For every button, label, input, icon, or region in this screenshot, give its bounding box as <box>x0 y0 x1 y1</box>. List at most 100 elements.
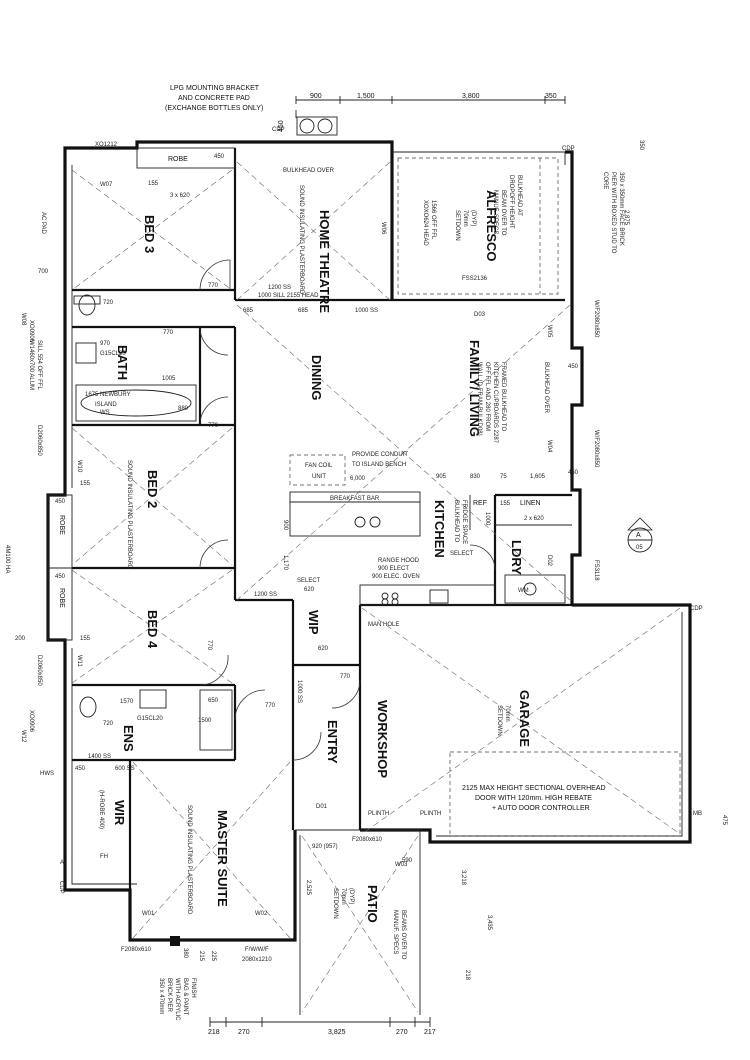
patio-note-1: (DYP) <box>348 888 354 904</box>
label-6000: 6,000 <box>350 476 366 482</box>
label-2875: 2,875 <box>623 210 629 226</box>
label-d03: D03 <box>474 312 486 318</box>
label-cdp-right: CDP <box>562 146 575 152</box>
label-brick-2: BRICK PIER <box>166 978 172 1013</box>
label-ai: AI <box>60 860 66 866</box>
fan-coil-box <box>289 454 346 486</box>
label-overhead-1: 2125 MAX HEIGHT SECTIONAL OVERHEAD <box>462 785 606 792</box>
label-920: 920 (957) <box>312 844 338 850</box>
label-sill1000: 1000 SILL 2155 HEAD <box>258 293 319 299</box>
label-475: 475 <box>721 815 727 826</box>
label-450e: 450 <box>568 364 579 370</box>
label-1605: 1,605 <box>530 474 546 480</box>
label-xoxo: XOXO624 HEAD <box>422 200 428 246</box>
label-brick-3: WITH ACRYLIC <box>174 978 180 1021</box>
label-conduit-2: TO ISLAND BENCH <box>352 462 406 468</box>
label-d02: D02 <box>546 555 552 567</box>
label-1570: 1570 <box>120 699 134 705</box>
label-3218: 3,218 <box>460 870 466 886</box>
label-720a: 720 <box>103 300 114 306</box>
gas-bottle-1 <box>299 118 315 134</box>
label-w12: W12 <box>20 730 26 743</box>
room-alfresco: ALFRESCO <box>484 190 499 262</box>
label-830: 830 <box>470 474 481 480</box>
label-w10: W10 <box>76 460 82 473</box>
label-905: 905 <box>436 474 447 480</box>
label-218: 218 <box>464 970 470 981</box>
patio-note-3: SETDOWN <box>332 888 338 919</box>
label-700: 700 <box>38 269 49 275</box>
section-letter: A <box>636 532 641 539</box>
label-1005: 1005 <box>162 376 176 382</box>
room-linen: LINEN <box>520 500 541 507</box>
label-robe-dim: 3 x 620 <box>170 193 190 199</box>
label-range-3: 900 ELEC. OVEN <box>372 574 420 580</box>
label-620: 620 <box>304 587 315 593</box>
label-w08: W08 <box>20 313 26 326</box>
bottom-dim-5: 217 <box>424 1029 436 1036</box>
label-1170: 1,170 <box>282 555 288 571</box>
label-wf2080b: W/F2080x850 <box>593 430 599 468</box>
label-380: 380 <box>182 948 188 959</box>
garage-door-zone <box>449 751 681 837</box>
room-patio: PATIO <box>365 885 380 923</box>
label-155a: 155 <box>148 181 159 187</box>
label-w05: W05 <box>546 325 552 338</box>
label-fs3118: FS3118 <box>593 560 599 581</box>
room-laundry: LDRY <box>509 540 524 575</box>
label-590: 590 <box>402 858 413 864</box>
label-cdp-left: CDP <box>58 881 64 894</box>
bottom-dim-4: 270 <box>396 1029 408 1036</box>
brick-pier <box>170 936 180 946</box>
label-mb: MB <box>693 811 702 817</box>
label-f2080b: F2080x610 <box>121 947 152 953</box>
label-xo1212: XO1212 <box>95 142 118 148</box>
label-plinth-2: PLINTH <box>420 811 441 817</box>
label-450b: 450 <box>55 499 66 505</box>
robe-left-1: ROBE <box>58 515 65 535</box>
alfresco-area <box>397 157 559 295</box>
label-pier-2: PIER WITH BOXED STUD TO <box>610 172 616 254</box>
label-plinth-1: PLINTH <box>368 811 389 817</box>
ensuite-fixtures <box>79 689 233 751</box>
label-tub: 1675 NEWBURY <box>85 392 131 398</box>
label-range-2: 900 ELECT <box>378 566 409 572</box>
kitchen-island <box>289 491 421 537</box>
label-155d: 155 <box>500 501 511 507</box>
robe-top: ROBE <box>168 156 188 163</box>
room-wir: WIR <box>112 800 127 826</box>
lpg-line-1: LPG MOUNTING BRACKET <box>170 85 260 92</box>
section-number: 05 <box>636 545 643 551</box>
label-cdp-garage: CDP <box>690 606 703 612</box>
label-1000: 1000 <box>484 512 490 526</box>
robe-left-2: ROBE <box>58 588 65 608</box>
label-f2080a: F2080x610 <box>352 837 383 843</box>
garage-note-1: 70mm <box>504 705 510 722</box>
alfresco-note-1: (DYP) <box>470 210 476 226</box>
room-bed3: BED 3 <box>142 215 157 253</box>
alfresco-note-2: 70mm <box>462 210 468 227</box>
label-450a: 450 <box>214 154 225 160</box>
label-450f: 450 <box>568 470 579 476</box>
label-155b: 155 <box>80 481 91 487</box>
label-w07: W07 <box>100 182 113 188</box>
bottom-dim-1: 218 <box>208 1029 220 1036</box>
label-beam-4: MANUF. SPECS <box>492 190 498 234</box>
lpg-line-3: (EXCHANGE BOTTLES ONLY) <box>165 105 263 112</box>
bottom-dim-3: 3,825 <box>328 1029 346 1036</box>
bath-fixtures <box>73 294 197 422</box>
label-fridge-1: BULKHEAD TO <box>453 500 459 542</box>
label-ac-pad: AC PAD <box>40 212 46 235</box>
label-770a: 770 <box>208 283 219 289</box>
label-450d: 450 <box>75 766 86 772</box>
label-600ss: 600 SS <box>115 766 135 772</box>
room-bath: BATH <box>115 345 130 380</box>
label-bulkhead-over-2: BULKHEAD OVER <box>543 362 549 414</box>
room-wip: WIP <box>306 610 321 635</box>
label-ws: WS <box>100 410 110 416</box>
label-2525: 2,525 <box>305 880 311 896</box>
label-fancoil: FAN COIL <box>305 463 333 469</box>
label-225: 225 <box>210 951 216 962</box>
room-entry: ENTRY <box>325 720 340 764</box>
